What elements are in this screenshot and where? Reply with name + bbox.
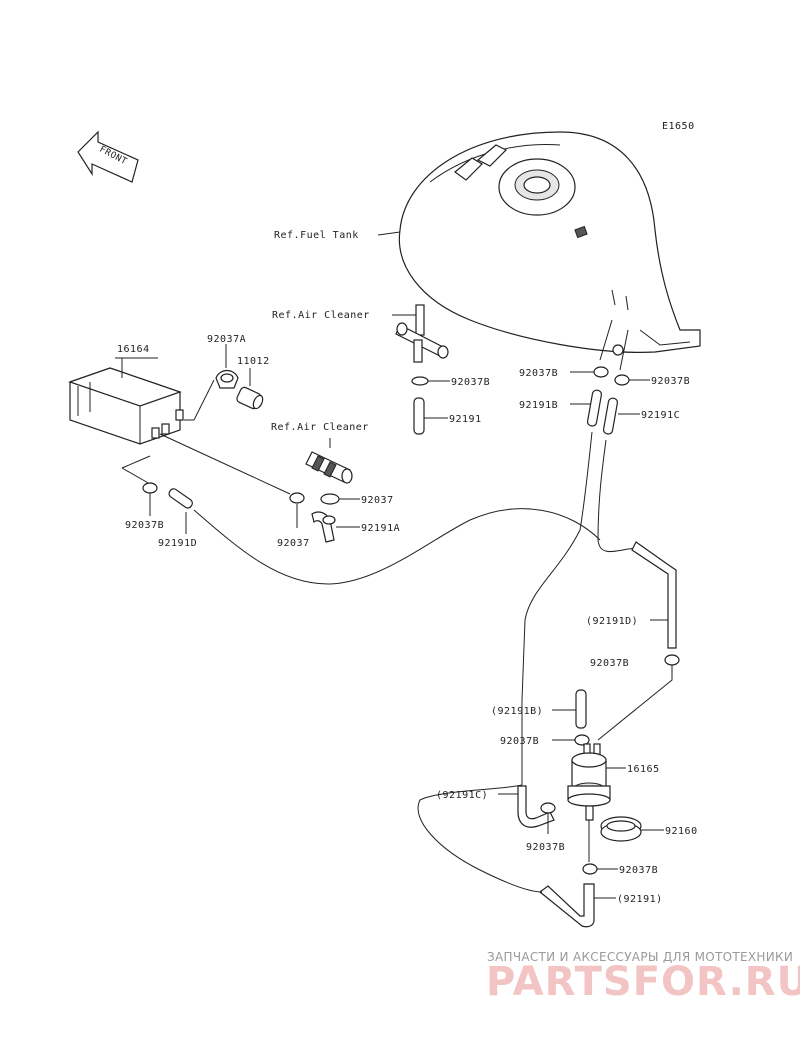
air-cleaner-fitting bbox=[305, 451, 353, 484]
hose-92191b-paren bbox=[575, 689, 587, 729]
label-92191c: 92191C bbox=[641, 410, 680, 421]
label-ref-air-cleaner-1: Ref.Air Cleaner bbox=[272, 310, 370, 321]
label-16165: 16165 bbox=[627, 764, 660, 775]
label-92037-b: 92037 bbox=[277, 538, 310, 549]
valve-16165 bbox=[567, 743, 611, 821]
hose-92191d-long bbox=[631, 541, 677, 649]
label-92191a: 92191A bbox=[361, 523, 400, 534]
label-92037b-canister: 92037B bbox=[125, 520, 164, 531]
label-92191b-paren: (92191B) bbox=[491, 706, 543, 717]
band-92160 bbox=[600, 816, 642, 842]
clamp-92037-a bbox=[320, 493, 340, 505]
label-16164: 16164 bbox=[117, 344, 150, 355]
label-92191d-paren: (92191D) bbox=[586, 616, 638, 627]
label-ref-fuel-tank: Ref.Fuel Tank bbox=[274, 230, 359, 241]
hose-92191 bbox=[413, 397, 425, 435]
label-92037b-mid: 92037B bbox=[590, 658, 629, 669]
label-92037b-left: 92037B bbox=[519, 368, 558, 379]
t-joint-fitting bbox=[395, 304, 449, 363]
label-92037b-valve: 92037B bbox=[500, 736, 539, 747]
watermark-logo: PARTSFOR.RU bbox=[486, 959, 800, 1005]
label-92191d: 92191D bbox=[158, 538, 197, 549]
clamp-92037b-bottom-left bbox=[540, 802, 556, 814]
label-92191b: 92191B bbox=[519, 400, 558, 411]
watermark-tagline: ЗАПЧАСТИ И АКСЕССУАРЫ ДЛЯ МОТОТЕХНИКИ bbox=[487, 950, 793, 964]
label-ref-air-cleaner-2: Ref.Air Cleaner bbox=[271, 422, 369, 433]
clamp-92037b-left bbox=[593, 366, 609, 378]
hose-92191c bbox=[602, 397, 619, 435]
label-92037b-right: 92037B bbox=[651, 376, 690, 387]
label-92037a: 92037A bbox=[207, 334, 246, 345]
label-92191: 92191 bbox=[449, 414, 482, 425]
cap-11012 bbox=[236, 386, 264, 410]
clamp-92037b-right bbox=[614, 374, 630, 386]
clamp-92037-b bbox=[289, 492, 305, 504]
label-92037b-bottom-right: 92037B bbox=[619, 865, 658, 876]
label-92191c-paren: (92191C) bbox=[436, 790, 488, 801]
clamp-92037b-bottom-right bbox=[582, 863, 598, 875]
fuel-tank bbox=[398, 131, 701, 356]
clamp-92037b-tank bbox=[411, 376, 429, 386]
hose-92191d bbox=[168, 488, 193, 509]
label-92160: 92160 bbox=[665, 826, 698, 837]
label-92037b-bottom-left: 92037B bbox=[526, 842, 565, 853]
label-92191-paren: (92191) bbox=[617, 894, 663, 905]
label-92037-a: 92037 bbox=[361, 495, 394, 506]
clamp-92037b-mid bbox=[664, 654, 680, 666]
clip-92037a bbox=[215, 369, 239, 389]
hose-92191-paren bbox=[539, 883, 595, 928]
label-92037b-tank: 92037B bbox=[451, 377, 490, 388]
diagram-code: E1650 bbox=[662, 121, 695, 132]
label-11012: 11012 bbox=[237, 356, 270, 367]
front-arrow-icon: FRONT bbox=[77, 130, 139, 183]
hose-92191b bbox=[586, 389, 603, 427]
canister-16164 bbox=[68, 367, 184, 445]
clamp-92037b-canister bbox=[142, 482, 158, 494]
